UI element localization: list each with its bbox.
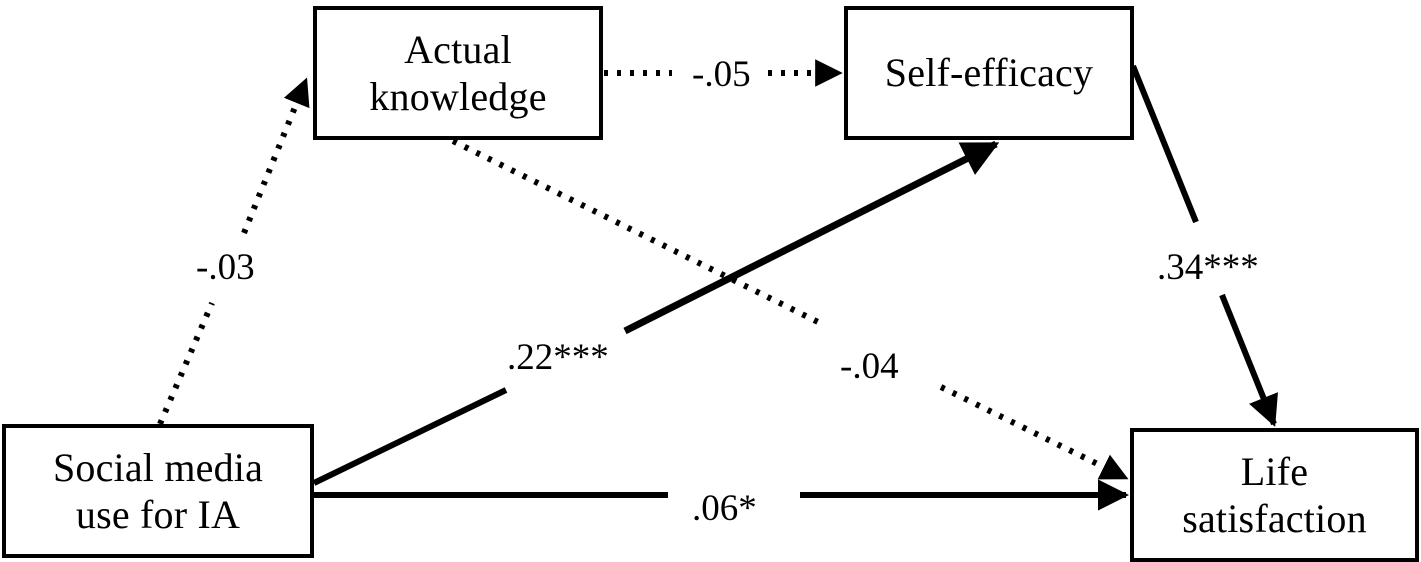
edge-label-se-to-ls: .34*** bbox=[1153, 248, 1263, 287]
node-social-media-use-label: Social media use for IA bbox=[52, 444, 264, 537]
node-self-efficacy-label: Self-efficacy bbox=[884, 50, 1094, 96]
edge-ak-to-ls bbox=[451, 138, 1129, 481]
edge-smu-to-ak bbox=[157, 77, 310, 426]
node-life-satisfaction[interactable]: Life satisfaction bbox=[1130, 428, 1419, 562]
edge-label-smu-to-ak: -.03 bbox=[192, 248, 259, 287]
edge-label-smu-to-se: .22*** bbox=[503, 338, 613, 377]
node-actual-knowledge-label: Actual knowledge bbox=[369, 26, 547, 119]
edge-se-to-ls bbox=[1130, 64, 1278, 427]
node-life-satisfaction-label: Life satisfaction bbox=[1182, 448, 1367, 541]
edge-smu-to-se bbox=[312, 140, 1000, 486]
edge-label-ak-to-ls: -.04 bbox=[836, 347, 903, 386]
node-self-efficacy[interactable]: Self-efficacy bbox=[844, 6, 1134, 140]
edge-label-smu-to-ls: .06* bbox=[688, 489, 761, 528]
node-social-media-use[interactable]: Social media use for IA bbox=[2, 424, 314, 558]
edge-label-ak-to-se: -.05 bbox=[688, 55, 755, 94]
node-actual-knowledge[interactable]: Actual knowledge bbox=[313, 6, 603, 140]
